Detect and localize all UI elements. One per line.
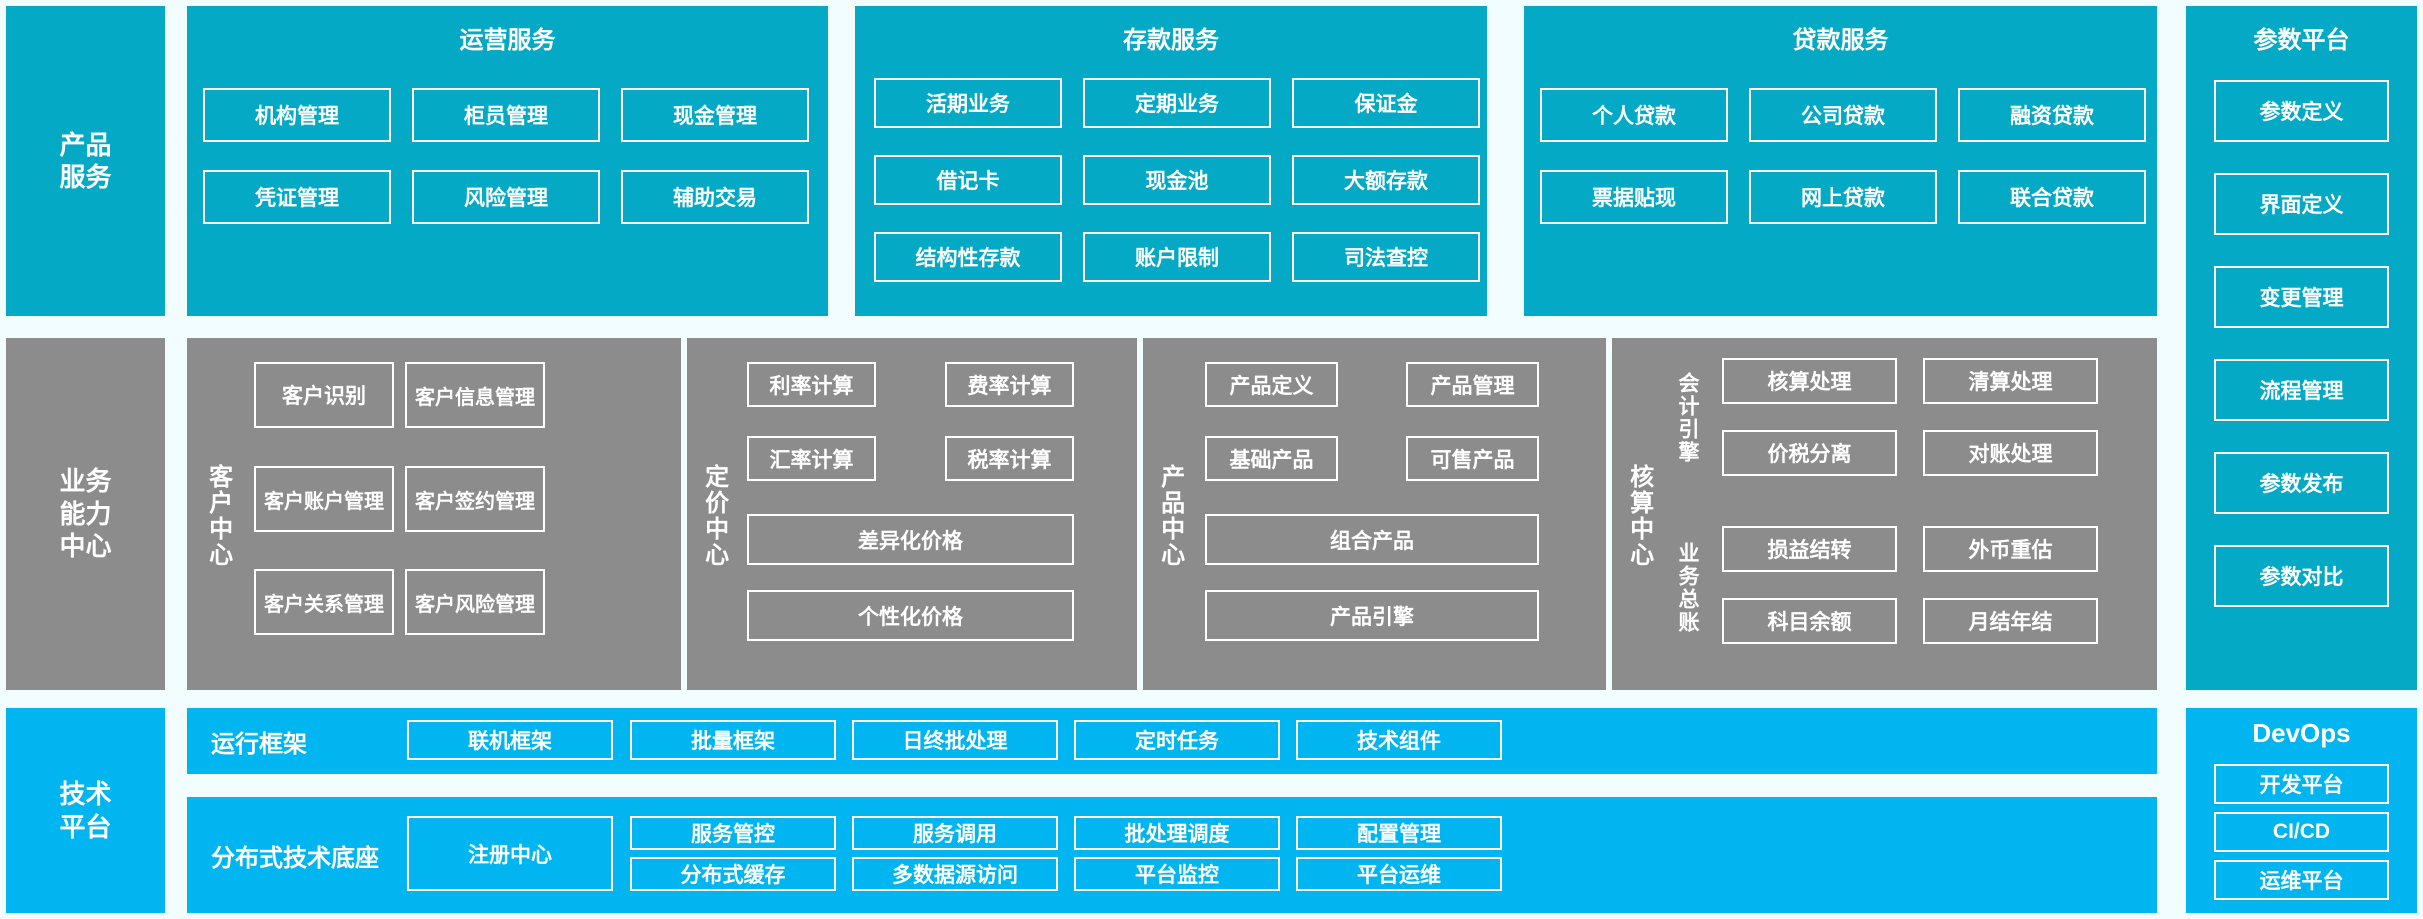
cell-customer-4[interactable]: 客户关系管理 [254, 569, 394, 635]
center-label-accounting: 核算中心 [1625, 464, 1653, 568]
panel-parameter-platform: 参数平台 参数定义 界面定义 变更管理 流程管理 参数发布 参数对比 [2186, 6, 2417, 690]
cell-deposit-3[interactable]: 借记卡 [874, 155, 1062, 205]
cell-foundation-1[interactable]: 服务调用 [852, 816, 1058, 850]
cell-runtime-2[interactable]: 日终批处理 [852, 720, 1058, 760]
cell-loan-3[interactable]: 票据贴现 [1540, 170, 1728, 224]
panel-title-devops: DevOps [2252, 718, 2351, 748]
cell-customer-3[interactable]: 客户签约管理 [405, 466, 545, 532]
cell-operation-5[interactable]: 辅助交易 [621, 170, 809, 224]
panel-title-operation-services: 运营服务 [459, 27, 556, 54]
cell-customer-0[interactable]: 客户识别 [254, 362, 394, 428]
group-runtime-framework: 运行框架 联机框架 批量框架 日终批处理 定时任务 技术组件 [187, 708, 2157, 774]
group-label-distributed-foundation: 分布式技术底座 [211, 844, 379, 872]
center-accounting: 核算中心 会计引擎 业务总账 核算处理 清算处理 价税分离 对账处理 损益结转 … [1612, 338, 2157, 690]
cell-foundation-3[interactable]: 配置管理 [1296, 816, 1502, 850]
center-label-pricing: 定价中心 [700, 464, 728, 568]
row-label-product-services: 产品 服务 [6, 6, 165, 316]
cell-parameter-1[interactable]: 界面定义 [2214, 173, 2389, 235]
cell-accounting-6[interactable]: 科目余额 [1722, 598, 1897, 644]
cell-loan-1[interactable]: 公司贷款 [1749, 88, 1937, 142]
cell-pricing-5[interactable]: 个性化价格 [747, 590, 1074, 641]
cell-deposit-6[interactable]: 结构性存款 [874, 232, 1062, 282]
cell-runtime-0[interactable]: 联机框架 [407, 720, 613, 760]
cell-foundation-4[interactable]: 分布式缓存 [630, 857, 836, 891]
cell-product-0[interactable]: 产品定义 [1205, 362, 1338, 407]
cell-deposit-0[interactable]: 活期业务 [874, 78, 1062, 128]
group-distributed-foundation: 分布式技术底座 注册中心 服务管控 服务调用 批处理调度 配置管理 分布式缓存 … [187, 797, 2157, 913]
cell-pricing-1[interactable]: 费率计算 [945, 362, 1074, 407]
cell-loan-0[interactable]: 个人贷款 [1540, 88, 1728, 142]
cell-parameter-3[interactable]: 流程管理 [2214, 359, 2389, 421]
cell-product-5[interactable]: 产品引擎 [1205, 590, 1539, 641]
row-label-business-capability-center: 业务 能力 中心 [6, 338, 165, 690]
cell-devops-2[interactable]: 运维平台 [2214, 860, 2389, 900]
center-label-product: 产品中心 [1156, 464, 1184, 568]
cell-product-3[interactable]: 可售产品 [1406, 436, 1539, 481]
cell-product-2[interactable]: 基础产品 [1205, 436, 1338, 481]
panel-deposit-services: 存款服务 活期业务 定期业务 保证金 借记卡 现金池 大额存款 结构性存款 账户… [855, 6, 1487, 316]
cell-customer-2[interactable]: 客户账户管理 [254, 466, 394, 532]
cell-operation-4[interactable]: 风险管理 [412, 170, 600, 224]
cell-pricing-2[interactable]: 汇率计算 [747, 436, 876, 481]
cell-loan-4[interactable]: 网上贷款 [1749, 170, 1937, 224]
cell-pricing-3[interactable]: 税率计算 [945, 436, 1074, 481]
cell-pricing-0[interactable]: 利率计算 [747, 362, 876, 407]
cell-parameter-5[interactable]: 参数对比 [2214, 545, 2389, 607]
panel-title-deposit-services: 存款服务 [1123, 27, 1219, 54]
panel-devops: DevOps 开发平台 CI/CD 运维平台 [2186, 708, 2417, 913]
panel-loan-services: 贷款服务 个人贷款 公司贷款 融资贷款 票据贴现 网上贷款 联合贷款 [1524, 6, 2157, 316]
cell-deposit-2[interactable]: 保证金 [1292, 78, 1480, 128]
cell-operation-3[interactable]: 凭证管理 [203, 170, 391, 224]
cell-pricing-4[interactable]: 差异化价格 [747, 514, 1074, 565]
center-customer: 客户中心 客户识别 客户信息管理 客户账户管理 客户签约管理 客户关系管理 客户… [187, 338, 681, 690]
cell-loan-2[interactable]: 融资贷款 [1958, 88, 2146, 142]
panel-operation-services: 运营服务 机构管理 柜员管理 现金管理 凭证管理 风险管理 辅助交易 [187, 6, 828, 316]
center-label-customer: 客户中心 [204, 464, 232, 568]
cell-customer-1[interactable]: 客户信息管理 [405, 362, 545, 428]
cell-foundation-7[interactable]: 平台运维 [1296, 857, 1502, 891]
cell-deposit-8[interactable]: 司法查控 [1292, 232, 1480, 282]
cell-operation-1[interactable]: 柜员管理 [412, 88, 600, 142]
cell-runtime-1[interactable]: 批量框架 [630, 720, 836, 760]
panel-title-loan-services: 贷款服务 [1792, 27, 1889, 54]
cell-runtime-3[interactable]: 定时任务 [1074, 720, 1280, 760]
cell-devops-1[interactable]: CI/CD [2214, 812, 2389, 852]
cell-registry-center[interactable]: 注册中心 [407, 816, 613, 891]
cell-accounting-2[interactable]: 价税分离 [1722, 430, 1897, 476]
cell-accounting-4[interactable]: 损益结转 [1722, 526, 1897, 572]
cell-foundation-5[interactable]: 多数据源访问 [852, 857, 1058, 891]
cell-parameter-2[interactable]: 变更管理 [2214, 266, 2389, 328]
cell-customer-5[interactable]: 客户风险管理 [405, 569, 545, 635]
cell-foundation-0[interactable]: 服务管控 [630, 816, 836, 850]
cell-accounting-3[interactable]: 对账处理 [1923, 430, 2098, 476]
cell-parameter-0[interactable]: 参数定义 [2214, 80, 2389, 142]
cell-accounting-1[interactable]: 清算处理 [1923, 358, 2098, 404]
cell-product-1[interactable]: 产品管理 [1406, 362, 1539, 407]
cell-operation-0[interactable]: 机构管理 [203, 88, 391, 142]
cell-foundation-2[interactable]: 批处理调度 [1074, 816, 1280, 850]
subgroup-label-general-ledger: 业务总账 [1676, 542, 1700, 634]
cell-deposit-1[interactable]: 定期业务 [1083, 78, 1271, 128]
cell-deposit-7[interactable]: 账户限制 [1083, 232, 1271, 282]
cell-runtime-4[interactable]: 技术组件 [1296, 720, 1502, 760]
cell-product-4[interactable]: 组合产品 [1205, 514, 1539, 565]
center-product: 产品中心 产品定义 产品管理 基础产品 可售产品 组合产品 产品引擎 [1143, 338, 1606, 690]
cell-operation-2[interactable]: 现金管理 [621, 88, 809, 142]
group-label-runtime-framework: 运行框架 [211, 730, 307, 758]
subgroup-label-accounting-engine: 会计引擎 [1676, 372, 1700, 464]
cell-deposit-4[interactable]: 现金池 [1083, 155, 1271, 205]
cell-accounting-5[interactable]: 外币重估 [1923, 526, 2098, 572]
cell-devops-0[interactable]: 开发平台 [2214, 764, 2389, 804]
cell-foundation-6[interactable]: 平台监控 [1074, 857, 1280, 891]
cell-deposit-5[interactable]: 大额存款 [1292, 155, 1480, 205]
center-pricing: 定价中心 利率计算 费率计算 汇率计算 税率计算 差异化价格 个性化价格 [687, 338, 1137, 690]
cell-accounting-7[interactable]: 月结年结 [1923, 598, 2098, 644]
cell-parameter-4[interactable]: 参数发布 [2214, 452, 2389, 514]
panel-title-parameter-platform: 参数平台 [2253, 27, 2350, 54]
row-label-technology-platform: 技术 平台 [6, 708, 165, 913]
cell-loan-5[interactable]: 联合贷款 [1958, 170, 2146, 224]
cell-accounting-0[interactable]: 核算处理 [1722, 358, 1897, 404]
